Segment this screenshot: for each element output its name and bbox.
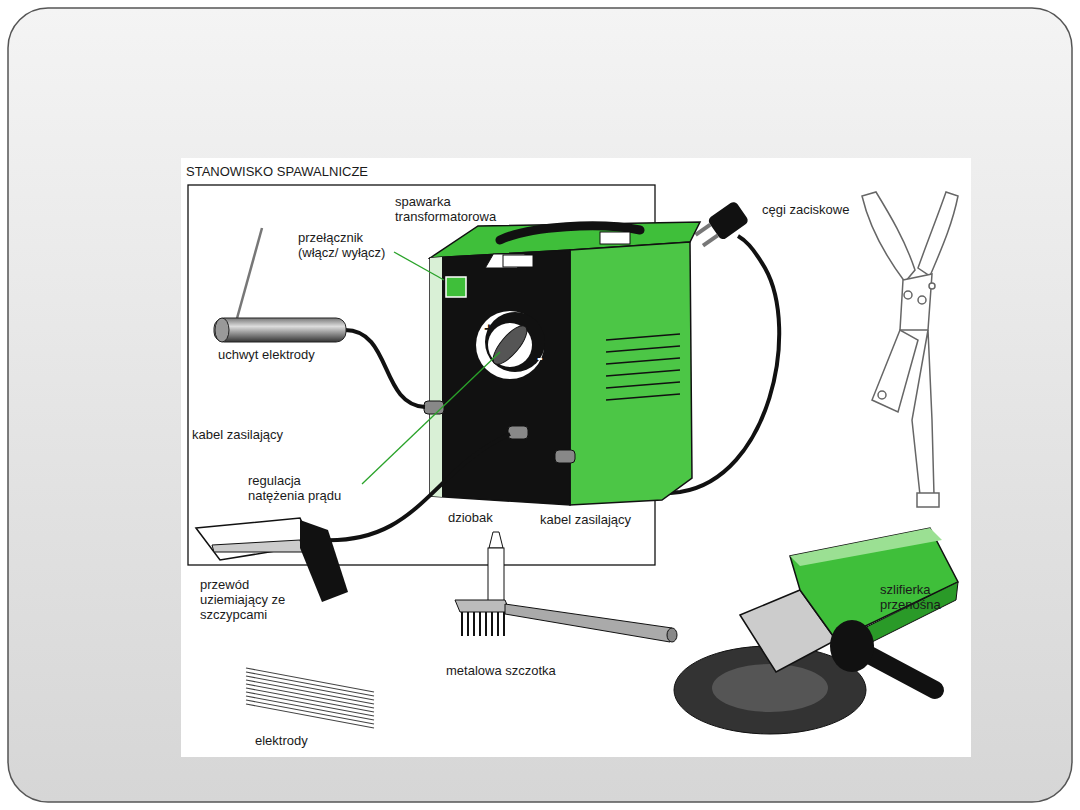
- picture-ground: [181, 158, 971, 757]
- wall-plug: [692, 200, 750, 251]
- wire-brush: [455, 532, 677, 642]
- socket: [508, 426, 528, 439]
- part-label: kabel zasilający: [540, 513, 660, 528]
- part-label: regulacja natężenia prądu: [248, 474, 358, 504]
- slide-frame: [8, 8, 1072, 802]
- part-label: metalowa szczotka: [446, 664, 586, 679]
- part-label: przełącznik (włącz/ wyłącz): [298, 231, 398, 261]
- part-label: elektrody: [255, 734, 355, 749]
- part-label: dziobak: [448, 511, 518, 526]
- diagram-title: STANOWISKO SPAWALNICZE: [186, 164, 368, 179]
- part-label: przewód uziemiający ze szczypcami: [200, 578, 292, 623]
- leader-line: [362, 352, 500, 484]
- part-label: cęgi zaciskowe: [762, 203, 872, 218]
- part-label: szlifierka przenośna: [880, 583, 964, 613]
- socket: [555, 450, 575, 463]
- current-knob: [476, 311, 545, 379]
- electrodes: [246, 668, 374, 728]
- part-label: uchwyt elektrody: [218, 348, 358, 363]
- on-off-switch: [446, 277, 466, 297]
- polarity-sign: -: [537, 349, 549, 366]
- polarity-sign: +: [484, 320, 498, 337]
- socket: [424, 401, 444, 414]
- electrode-cable: [345, 330, 425, 407]
- angle-grinder: [674, 528, 958, 734]
- part-label: kabel zasilający: [192, 428, 332, 443]
- part-label: spawarka transformatorowa: [395, 195, 513, 225]
- leader-line: [394, 252, 444, 280]
- locking-pliers: [862, 192, 958, 507]
